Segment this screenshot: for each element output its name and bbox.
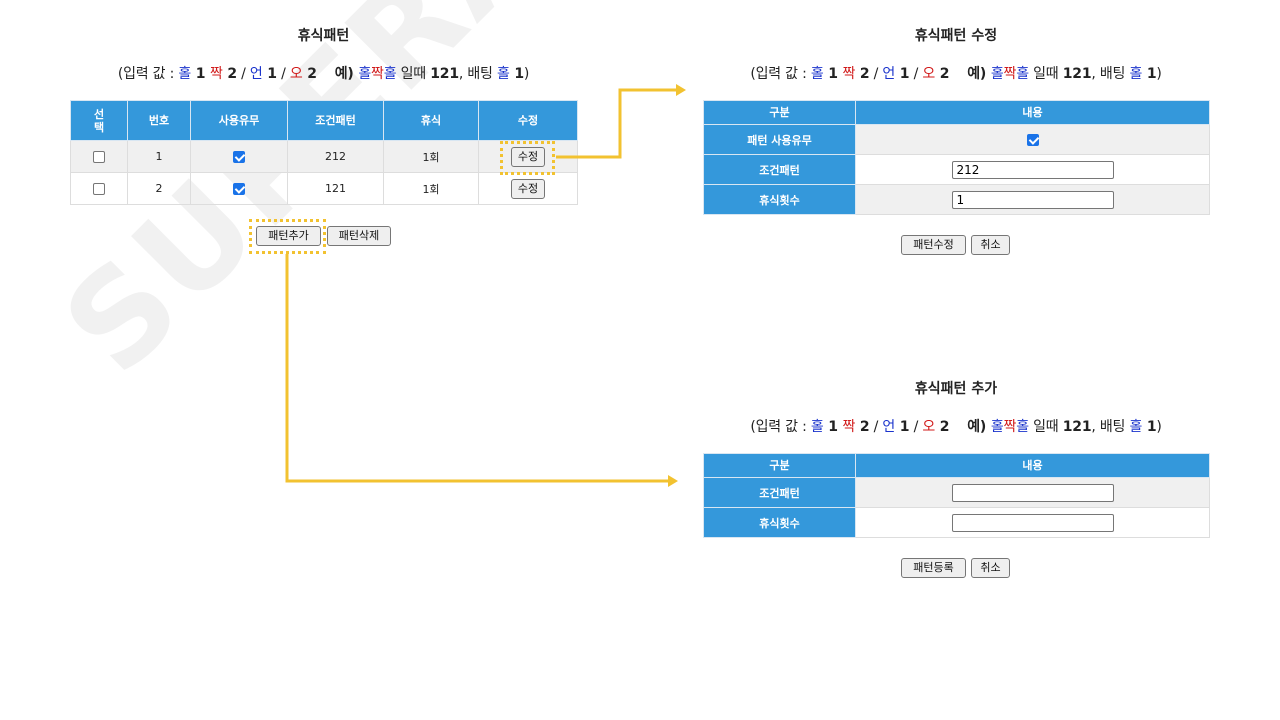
row-select-checkbox[interactable] [93, 151, 105, 163]
edit-cancel-button[interactable]: 취소 [971, 235, 1010, 255]
add-submit-button[interactable]: 패턴등록 [901, 558, 966, 578]
row-pattern: 121 [287, 172, 384, 205]
pattern-list-table: 선택 번호 사용유무 조건패턴 휴식 수정 1 212 1회 수정 2 121 … [70, 100, 578, 205]
edit-header-label: 구분 [703, 100, 856, 125]
add-button-highlight [249, 219, 326, 254]
edit-panel-title: 휴식패턴 수정 [914, 28, 998, 44]
row-select-checkbox[interactable] [93, 183, 105, 195]
col-header-pattern: 조건패턴 [287, 100, 384, 141]
row-number: 2 [127, 172, 191, 205]
edit-arrow-line [556, 88, 676, 159]
row-rest: 1회 [383, 140, 479, 173]
row-number: 1 [127, 140, 191, 173]
edit-pattern-label: 조건패턴 [703, 154, 856, 185]
edit-form-table: 구분 내용 패턴 사용유무 조건패턴 휴식횟수 [703, 100, 1210, 215]
add-pattern-button[interactable]: 패턴추가 [256, 226, 321, 246]
add-pattern-label: 조건패턴 [703, 477, 856, 508]
add-pattern-input[interactable] [951, 483, 1114, 502]
row-pattern: 212 [287, 140, 384, 173]
row-edit-button[interactable]: 수정 [510, 146, 546, 167]
add-panel-title: 휴식패턴 추가 [914, 381, 998, 397]
col-header-rest: 휴식 [383, 100, 479, 141]
delete-pattern-button[interactable]: 패턴삭제 [327, 226, 391, 246]
edit-header-content: 내용 [855, 100, 1210, 125]
edit-rest-label: 휴식횟수 [703, 184, 856, 215]
add-arrow-line [285, 254, 668, 483]
edit-arrow-head [676, 84, 686, 96]
add-header-content: 내용 [855, 453, 1210, 478]
col-header-select: 선택 [70, 100, 128, 141]
col-header-edit: 수정 [478, 100, 578, 141]
add-arrow-head [668, 475, 678, 487]
edit-button-highlight [500, 141, 555, 175]
table-header-row: 선택 번호 사용유무 조건패턴 휴식 수정 [70, 100, 578, 141]
edit-submit-button[interactable]: 패턴수정 [901, 235, 966, 255]
add-cancel-button[interactable]: 취소 [971, 558, 1010, 578]
add-form-table: 구분 내용 조건패턴 휴식횟수 [703, 453, 1210, 538]
edit-rest-input[interactable] [951, 190, 1114, 209]
list-panel-title: 휴식패턴 [297, 28, 350, 44]
table-row: 2 121 1회 수정 [70, 172, 578, 205]
row-use-checkbox[interactable] [233, 183, 245, 195]
row-edit-button[interactable]: 수정 [510, 178, 546, 199]
add-rest-label: 휴식횟수 [703, 507, 856, 538]
edit-use-checkbox[interactable] [1026, 134, 1039, 146]
add-rest-input[interactable] [951, 513, 1114, 532]
table-row: 1 212 1회 수정 [70, 140, 578, 173]
add-header-label: 구분 [703, 453, 856, 478]
row-use-checkbox[interactable] [233, 151, 245, 163]
edit-pattern-input[interactable] [951, 160, 1114, 179]
edit-use-label: 패턴 사용유무 [703, 124, 856, 155]
